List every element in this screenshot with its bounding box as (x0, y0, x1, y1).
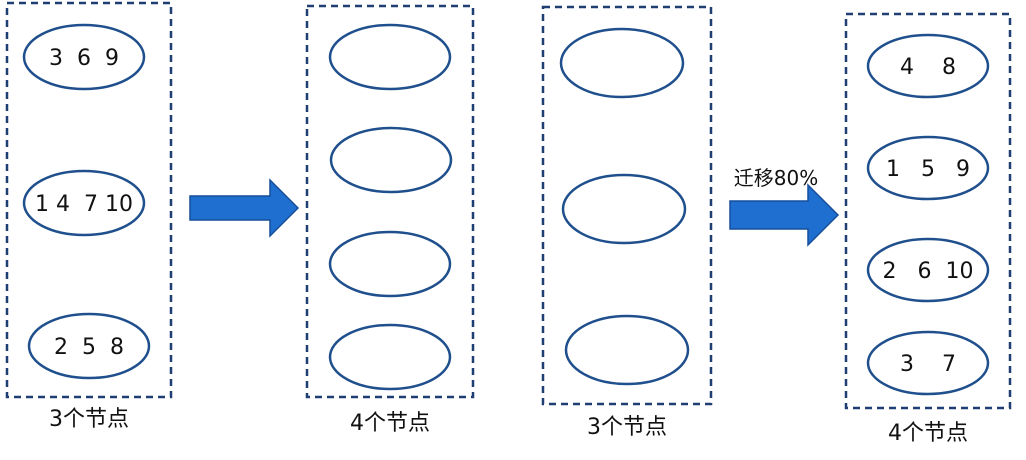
group-caption: 3个节点 (49, 407, 129, 432)
arrow-label: 迁移80% (734, 166, 818, 190)
right-arrow-icon (729, 183, 840, 247)
node-label: 2 5 8 (54, 335, 124, 360)
group-border (541, 5, 713, 406)
node-2-1 (328, 23, 452, 91)
node-group-3: 3个节点 (541, 5, 713, 440)
node-label: 4 8 (900, 55, 956, 80)
node-3-1 (559, 27, 685, 99)
arrow-2: 迁移80% (729, 166, 840, 247)
node-group-2: 4个节点 (305, 4, 475, 436)
node-ellipse (329, 126, 453, 194)
node-2-2 (329, 126, 453, 194)
node-group-1: 3 6 9 1 4 7 10 2 5 8 3个节点 (5, 1, 173, 432)
group-border (5, 1, 173, 399)
node-ellipse (561, 173, 687, 245)
node-4-1: 4 8 (866, 33, 990, 99)
arrow-1 (189, 178, 300, 238)
group-border (844, 12, 1012, 410)
node-label: 3 6 9 (49, 46, 119, 71)
node-label: 1 4 7 10 (35, 192, 133, 217)
node-2-4 (328, 323, 452, 391)
node-label: 2 6 10 (883, 259, 974, 284)
node-ellipse (328, 230, 452, 298)
node-4-2: 1 5 9 (866, 135, 990, 201)
node-label: 3 7 (900, 352, 956, 377)
node-1-1: 3 6 9 (22, 23, 146, 91)
node-1-3: 2 5 8 (27, 312, 151, 380)
node-ellipse (328, 323, 452, 391)
node-1-2: 1 4 7 10 (22, 169, 146, 237)
node-ellipse (866, 135, 990, 201)
node-ellipse (866, 33, 990, 99)
group-caption: 3个节点 (587, 415, 667, 440)
node-ellipse (564, 314, 690, 386)
node-ellipse (559, 27, 685, 99)
node-ellipse (22, 169, 146, 237)
node-2-3 (328, 230, 452, 298)
node-ellipse (866, 237, 990, 303)
group-border (305, 4, 475, 399)
node-ellipse (328, 23, 452, 91)
node-4-4: 3 7 (866, 330, 990, 396)
right-arrow-icon (189, 178, 300, 238)
node-ellipse (866, 330, 990, 396)
node-3-3 (564, 314, 690, 386)
group-caption: 4个节点 (350, 411, 430, 436)
node-ellipse (27, 312, 151, 380)
group-caption: 4个节点 (888, 421, 968, 446)
node-4-3: 2 6 10 (866, 237, 990, 303)
node-label: 1 5 9 (886, 157, 970, 182)
node-ellipse (22, 23, 146, 91)
node-group-4: 4 8 1 5 9 2 6 10 3 7 4个节点 (844, 12, 1012, 446)
node-3-2 (561, 173, 687, 245)
